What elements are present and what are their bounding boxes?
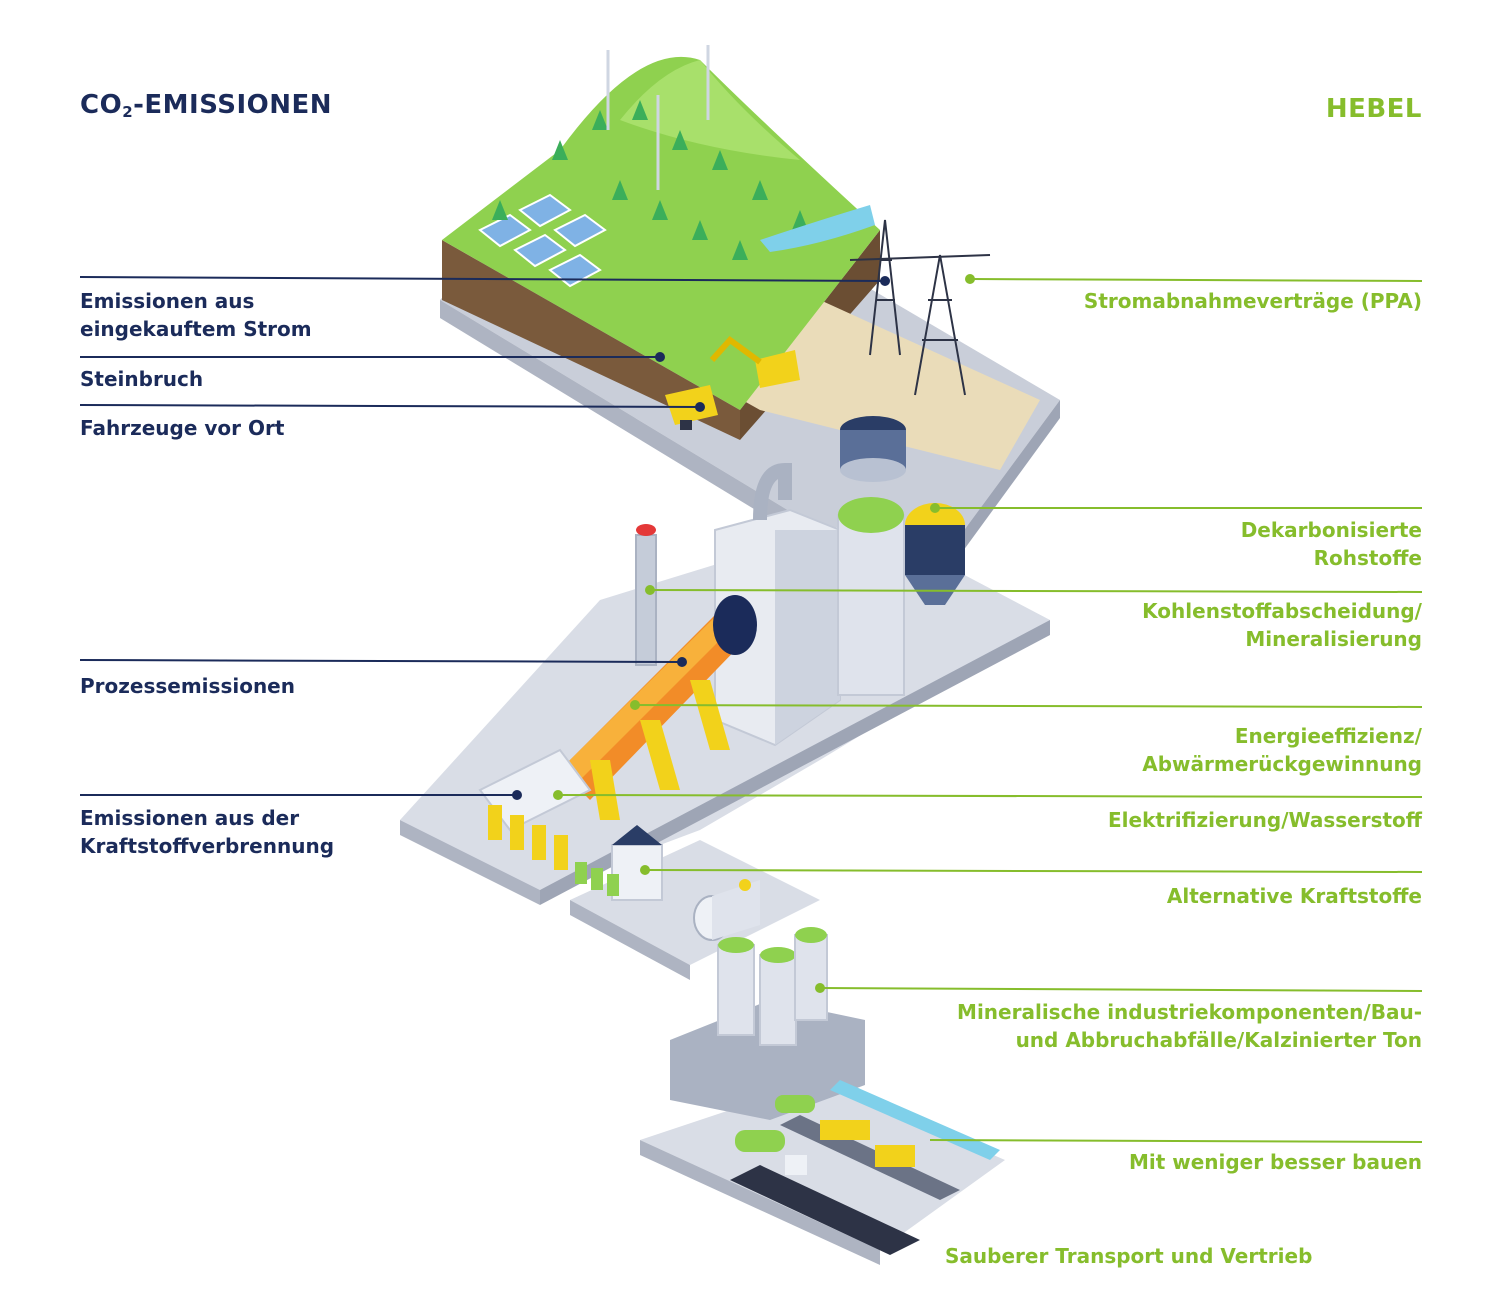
lever-label-electrification: Elektrifizierung/Wasserstoff bbox=[1108, 808, 1422, 832]
power-pylon-icon bbox=[849, 219, 991, 396]
cement-silo-icon bbox=[717, 927, 828, 1046]
emission-label-process: Prozessemissionen bbox=[80, 674, 295, 698]
kiln-block bbox=[400, 462, 1050, 905]
lever-label-build-better: Mit weniger besser bauen bbox=[1128, 1150, 1422, 1174]
lever-label-alternative-fuels: Alternative Kraftstoffe bbox=[1166, 884, 1422, 908]
wind-turbine-icon bbox=[606, 45, 710, 190]
connector-lines bbox=[79, 274, 1423, 1143]
emission-label-purchased-electricity: Emissionen aus eingekauftem Strom bbox=[80, 289, 312, 341]
emission-label-onsite-vehicles: Fahrzeuge vor Ort bbox=[80, 416, 285, 440]
lever-label-mineral-components: Mineralische industriekomponenten/Bau- u… bbox=[957, 1000, 1422, 1052]
solar-panel-icon bbox=[478, 193, 607, 288]
lever-label-energy-efficiency: Energieeffizienz/ Abwärmerückgewinnung bbox=[1142, 724, 1422, 776]
dispatch-block bbox=[640, 927, 1005, 1265]
train-icon bbox=[775, 1095, 915, 1167]
tanker-truck-icon bbox=[735, 1130, 807, 1175]
lever-label-ppa: Stromabnahmeverträge (PPA) bbox=[1083, 289, 1422, 313]
emission-label-quarry: Steinbruch bbox=[80, 367, 204, 391]
levers-heading: HEBEL bbox=[1325, 94, 1422, 124]
emissions-heading: CO2-EMISSIONEN bbox=[80, 90, 333, 121]
emission-label-fuel-combustion: Emissionen aus der Kraftstoffverbrennung bbox=[80, 806, 335, 858]
quarry-block bbox=[440, 45, 1060, 610]
lever-label-carbon-capture: Kohlenstoffabscheidung/ Mineralisierung bbox=[1142, 599, 1422, 651]
lever-label-clean-transport: Sauberer Transport und Vertrieb bbox=[945, 1244, 1313, 1268]
excavator-icon bbox=[709, 335, 800, 388]
chimney-icon bbox=[635, 534, 657, 666]
dump-truck-icon bbox=[665, 385, 718, 430]
lever-label-decarbonized-raw-materials: Dekarbonisierte Rohstoffe bbox=[1240, 518, 1422, 570]
